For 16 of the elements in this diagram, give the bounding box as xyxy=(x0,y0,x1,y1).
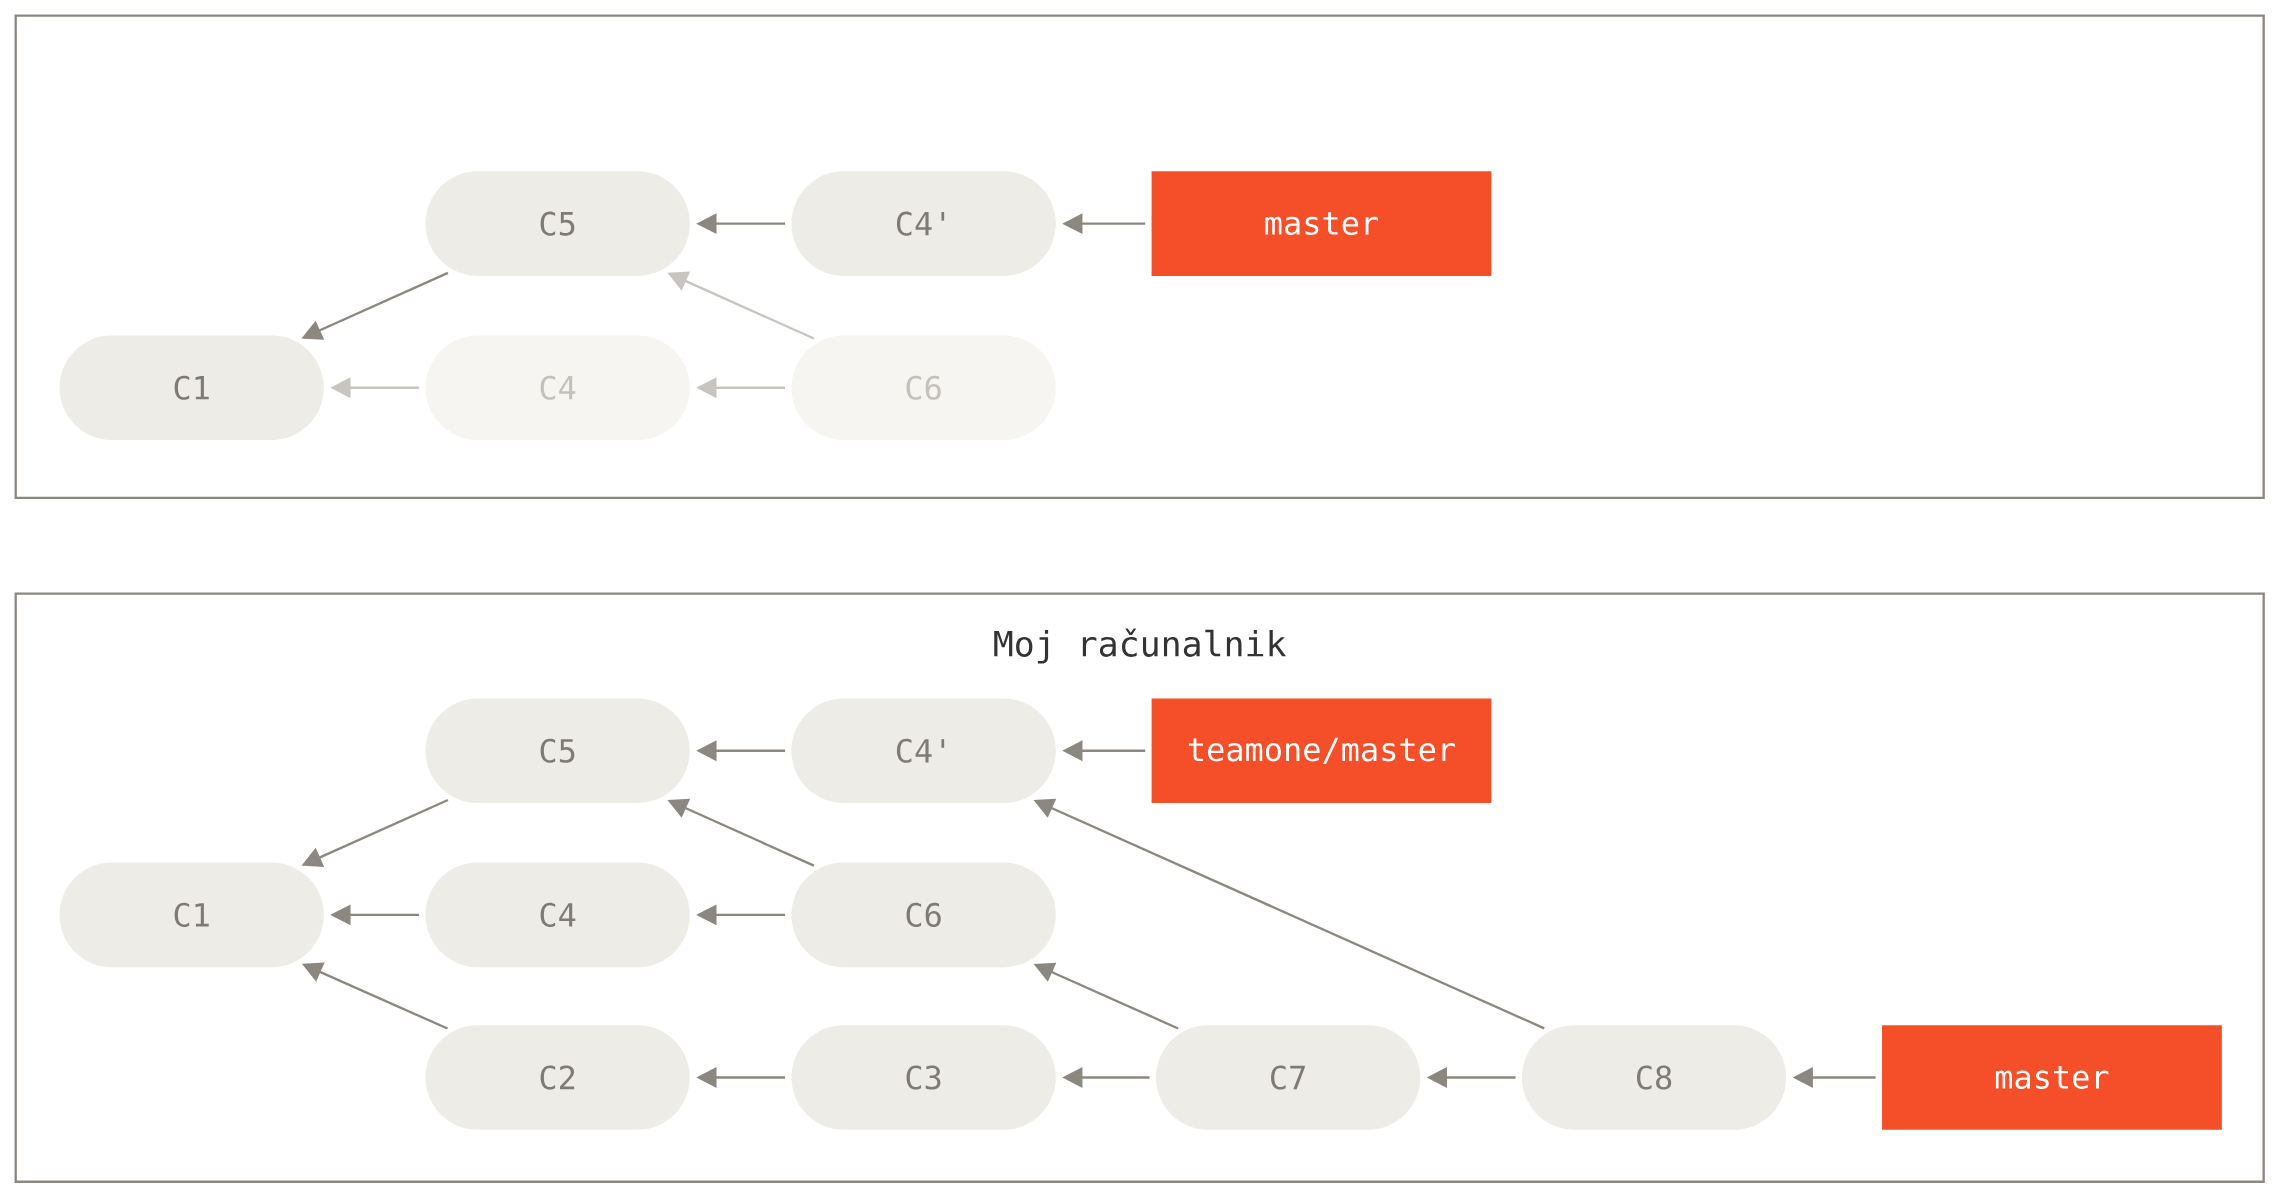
commit-pill: C4' xyxy=(791,171,1056,277)
commit-pill: C5 xyxy=(425,171,690,277)
commit-pill: C1 xyxy=(59,335,324,441)
commit-pill: C4' xyxy=(791,698,1056,804)
branch-label: master xyxy=(1151,171,1492,277)
commit-pill: C5 xyxy=(425,698,690,804)
branch-label: teamone/master xyxy=(1151,698,1492,804)
commit-pill: C7 xyxy=(1155,1025,1421,1130)
commit-pill: C4 xyxy=(425,862,690,968)
frame-box xyxy=(14,14,2265,500)
commit-pill: C1 xyxy=(59,862,324,968)
commit-pill: C6 xyxy=(791,862,1056,968)
commit-pill: C8 xyxy=(1521,1025,1787,1130)
commit-pill: C2 xyxy=(425,1025,690,1130)
commit-pill: C3 xyxy=(791,1025,1056,1130)
branch-label: master xyxy=(1882,1025,2222,1130)
